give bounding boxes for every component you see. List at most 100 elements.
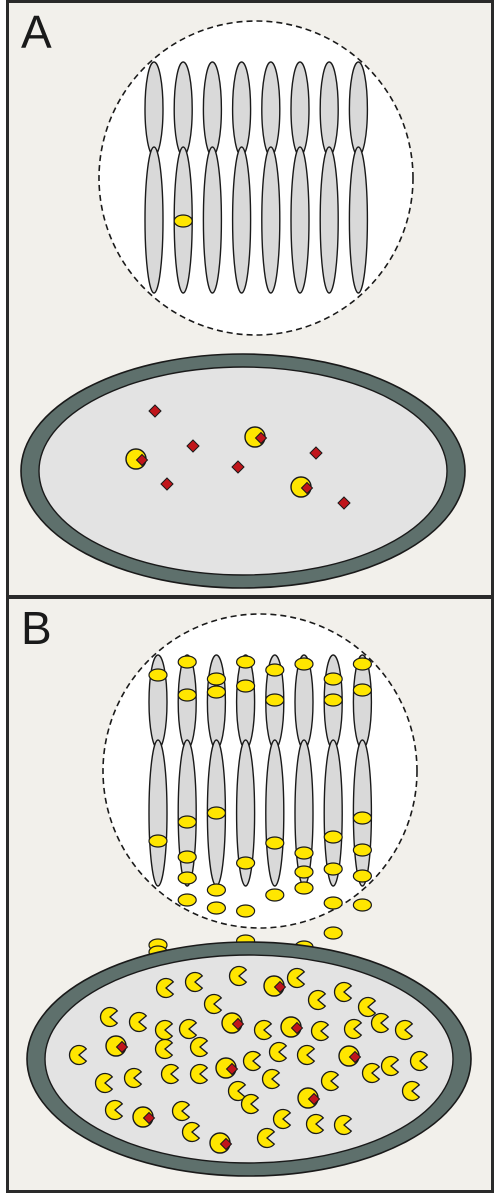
- chromosome-arm: [177, 739, 197, 887]
- panel-b-illustration: [26, 613, 472, 1177]
- protein-icon: [296, 1044, 316, 1066]
- protein-icon: [357, 996, 377, 1018]
- ligand-icon: [186, 439, 200, 453]
- bound-protein-icon: [265, 663, 285, 677]
- panel-a-label: A: [21, 6, 52, 58]
- panel-b-label: B: [21, 602, 52, 654]
- bound-protein-icon: [177, 871, 197, 885]
- bound-protein-icon: [265, 693, 285, 707]
- protein-icon: [189, 1063, 209, 1085]
- chromosome-arm: [290, 61, 310, 157]
- bound-protein-icon: [323, 926, 343, 940]
- protein-icon: [343, 1018, 363, 1040]
- ligand-icon: [148, 404, 162, 418]
- bound-protein-icon: [265, 836, 285, 850]
- ligand-icon: [231, 1017, 245, 1031]
- protein-icon: [310, 1020, 330, 1042]
- protein-icon: [261, 1068, 281, 1090]
- protein-icon: [333, 1114, 353, 1136]
- protein-icon: [253, 1019, 273, 1041]
- protein-icon: [189, 1036, 209, 1058]
- bound-protein-icon: [148, 668, 168, 682]
- nucleus-a: [98, 20, 414, 336]
- ligand-icon: [309, 446, 323, 460]
- bound-protein-icon: [177, 655, 197, 669]
- ligand-icon: [254, 431, 268, 445]
- ligand-icon: [300, 481, 314, 495]
- chromosome-arm: [231, 146, 252, 294]
- chromosome-arm: [319, 146, 339, 294]
- protein-icon: [394, 1019, 414, 1041]
- bound-protein-icon: [236, 904, 256, 918]
- chromosome-arm: [231, 61, 252, 157]
- ligand-icon: [219, 1137, 233, 1151]
- bound-protein-icon: [206, 685, 226, 699]
- bound-protein-icon: [148, 834, 168, 848]
- ligand-icon: [231, 460, 245, 474]
- chromosome-arm: [235, 654, 256, 750]
- chromosome-arm: [177, 654, 197, 750]
- chromosome-arm: [261, 146, 281, 294]
- panel-a: A: [6, 0, 494, 598]
- bound-protein-icon: [323, 693, 343, 707]
- bound-protein-icon: [206, 806, 226, 820]
- bound-protein-icon: [206, 672, 226, 686]
- protein-icon: [123, 1067, 143, 1089]
- protein-icon: [160, 1063, 180, 1085]
- protein-icon: [333, 981, 353, 1003]
- cell-a: [20, 353, 466, 589]
- protein-icon: [320, 1070, 340, 1092]
- protein-icon: [240, 1093, 260, 1115]
- chromosome-arm: [290, 146, 310, 294]
- chromosome-arm: [261, 61, 281, 157]
- protein-icon: [154, 1038, 174, 1060]
- bound-protein-icon: [323, 672, 343, 686]
- protein-icon: [171, 1100, 191, 1122]
- bound-protein-icon: [177, 850, 197, 864]
- bound-protein-icon: [352, 683, 372, 697]
- protein-icon: [242, 1050, 262, 1072]
- ligand-icon: [135, 453, 149, 467]
- protein-icon: [401, 1080, 421, 1102]
- protein-icon: [409, 1050, 429, 1072]
- panel-b: B: [6, 596, 494, 1193]
- bound-protein-icon: [177, 815, 197, 829]
- chromosome-arm: [323, 739, 343, 887]
- chromosome-arm: [144, 146, 164, 294]
- protein-icon: [155, 977, 175, 999]
- bound-protein-icon: [294, 881, 314, 895]
- protein-icon: [184, 971, 204, 993]
- bound-protein-icon: [352, 843, 372, 857]
- bound-protein-icon: [323, 862, 343, 876]
- chromosome-arm: [173, 61, 193, 157]
- protein-icon: [307, 989, 327, 1011]
- protein-icon: [380, 1055, 400, 1077]
- ligand-icon: [307, 1092, 321, 1106]
- ligand-icon: [290, 1021, 304, 1035]
- bound-protein-icon: [177, 688, 197, 702]
- chromosome-arm: [148, 739, 168, 887]
- bound-protein-icon: [294, 865, 314, 879]
- chromosome-arm: [235, 739, 256, 887]
- chromosome-arm: [348, 61, 369, 157]
- ligand-icon: [337, 496, 351, 510]
- chromosome-arm: [202, 61, 223, 157]
- protein-icon: [272, 1108, 292, 1130]
- bound-protein-icon: [236, 856, 256, 870]
- bound-protein-icon: [236, 679, 256, 693]
- protein-icon: [268, 1041, 288, 1063]
- protein-icon: [154, 1019, 174, 1041]
- ligand-icon: [160, 477, 174, 491]
- bound-protein-icon: [206, 883, 226, 897]
- chromosome-arm: [319, 61, 339, 157]
- ligand-icon: [142, 1111, 156, 1125]
- bound-protein-icon: [236, 655, 256, 669]
- protein-icon: [94, 1072, 114, 1094]
- protein-icon: [361, 1062, 381, 1084]
- bound-protein-icon: [173, 214, 193, 228]
- bound-protein-icon: [352, 898, 372, 912]
- ligand-icon: [115, 1040, 129, 1054]
- protein-icon: [203, 993, 223, 1015]
- bound-protein-icon: [294, 846, 314, 860]
- protein-icon: [128, 1011, 148, 1033]
